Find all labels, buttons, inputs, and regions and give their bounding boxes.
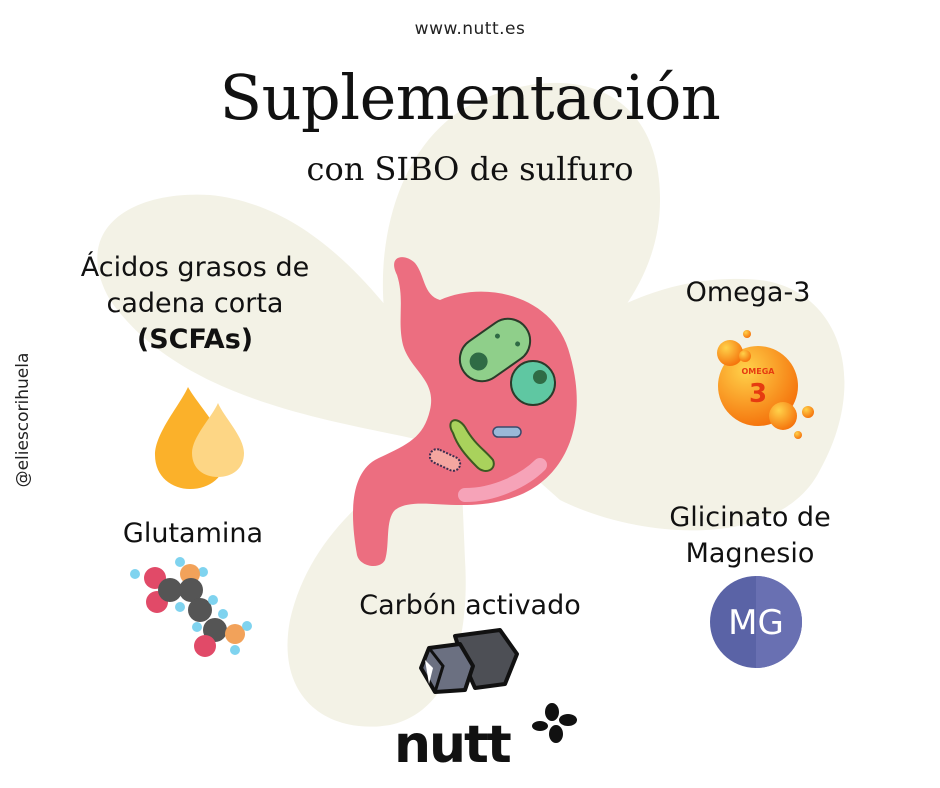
- molecule-icon: [130, 557, 252, 657]
- omega-icon-text: OMEGA: [742, 367, 776, 376]
- scfa-line1: Ácidos grasos de: [80, 252, 310, 283]
- petal-bottom: [287, 440, 466, 727]
- logo-text: nutt: [394, 715, 511, 775]
- petal-left: [97, 194, 441, 440]
- clover-icon: [532, 703, 577, 743]
- nutt-logo[interactable]: nutt: [392, 700, 582, 775]
- supplement-carbon-label: Carbón activado: [359, 590, 581, 621]
- site-url[interactable]: www.nutt.es: [414, 19, 526, 39]
- omega3-capsule-icon: OMEGA 3: [717, 330, 814, 439]
- magnesium-icon: MG: [710, 576, 802, 668]
- magnesio-line1: Glicinato de: [669, 502, 831, 533]
- page-subtitle: con SIBO de sulfuro: [306, 150, 634, 188]
- scfa-line3: (SCFAs): [136, 324, 254, 355]
- charcoal-icon: [419, 628, 519, 694]
- supplement-scfa-label: Ácidos grasos de cadena corta (SCFAs): [40, 250, 350, 358]
- supplement-magnesio-label: Glicinato de Magnesio: [630, 500, 870, 572]
- supplement-glutamina-label: Glutamina: [122, 518, 264, 549]
- magnesio-line2: Magnesio: [685, 538, 815, 569]
- stomach-with-bacteria-icon: [352, 257, 577, 567]
- page-title: Suplementación: [219, 61, 721, 134]
- author-handle[interactable]: @eliescorihuela: [13, 352, 33, 488]
- mg-icon-text: MG: [728, 603, 784, 643]
- supplement-omega3-label: Omega-3: [685, 277, 811, 308]
- omega-icon-number: 3: [749, 379, 767, 409]
- oil-drops-icon: [155, 387, 244, 489]
- scfa-line2: cadena corta: [106, 288, 284, 319]
